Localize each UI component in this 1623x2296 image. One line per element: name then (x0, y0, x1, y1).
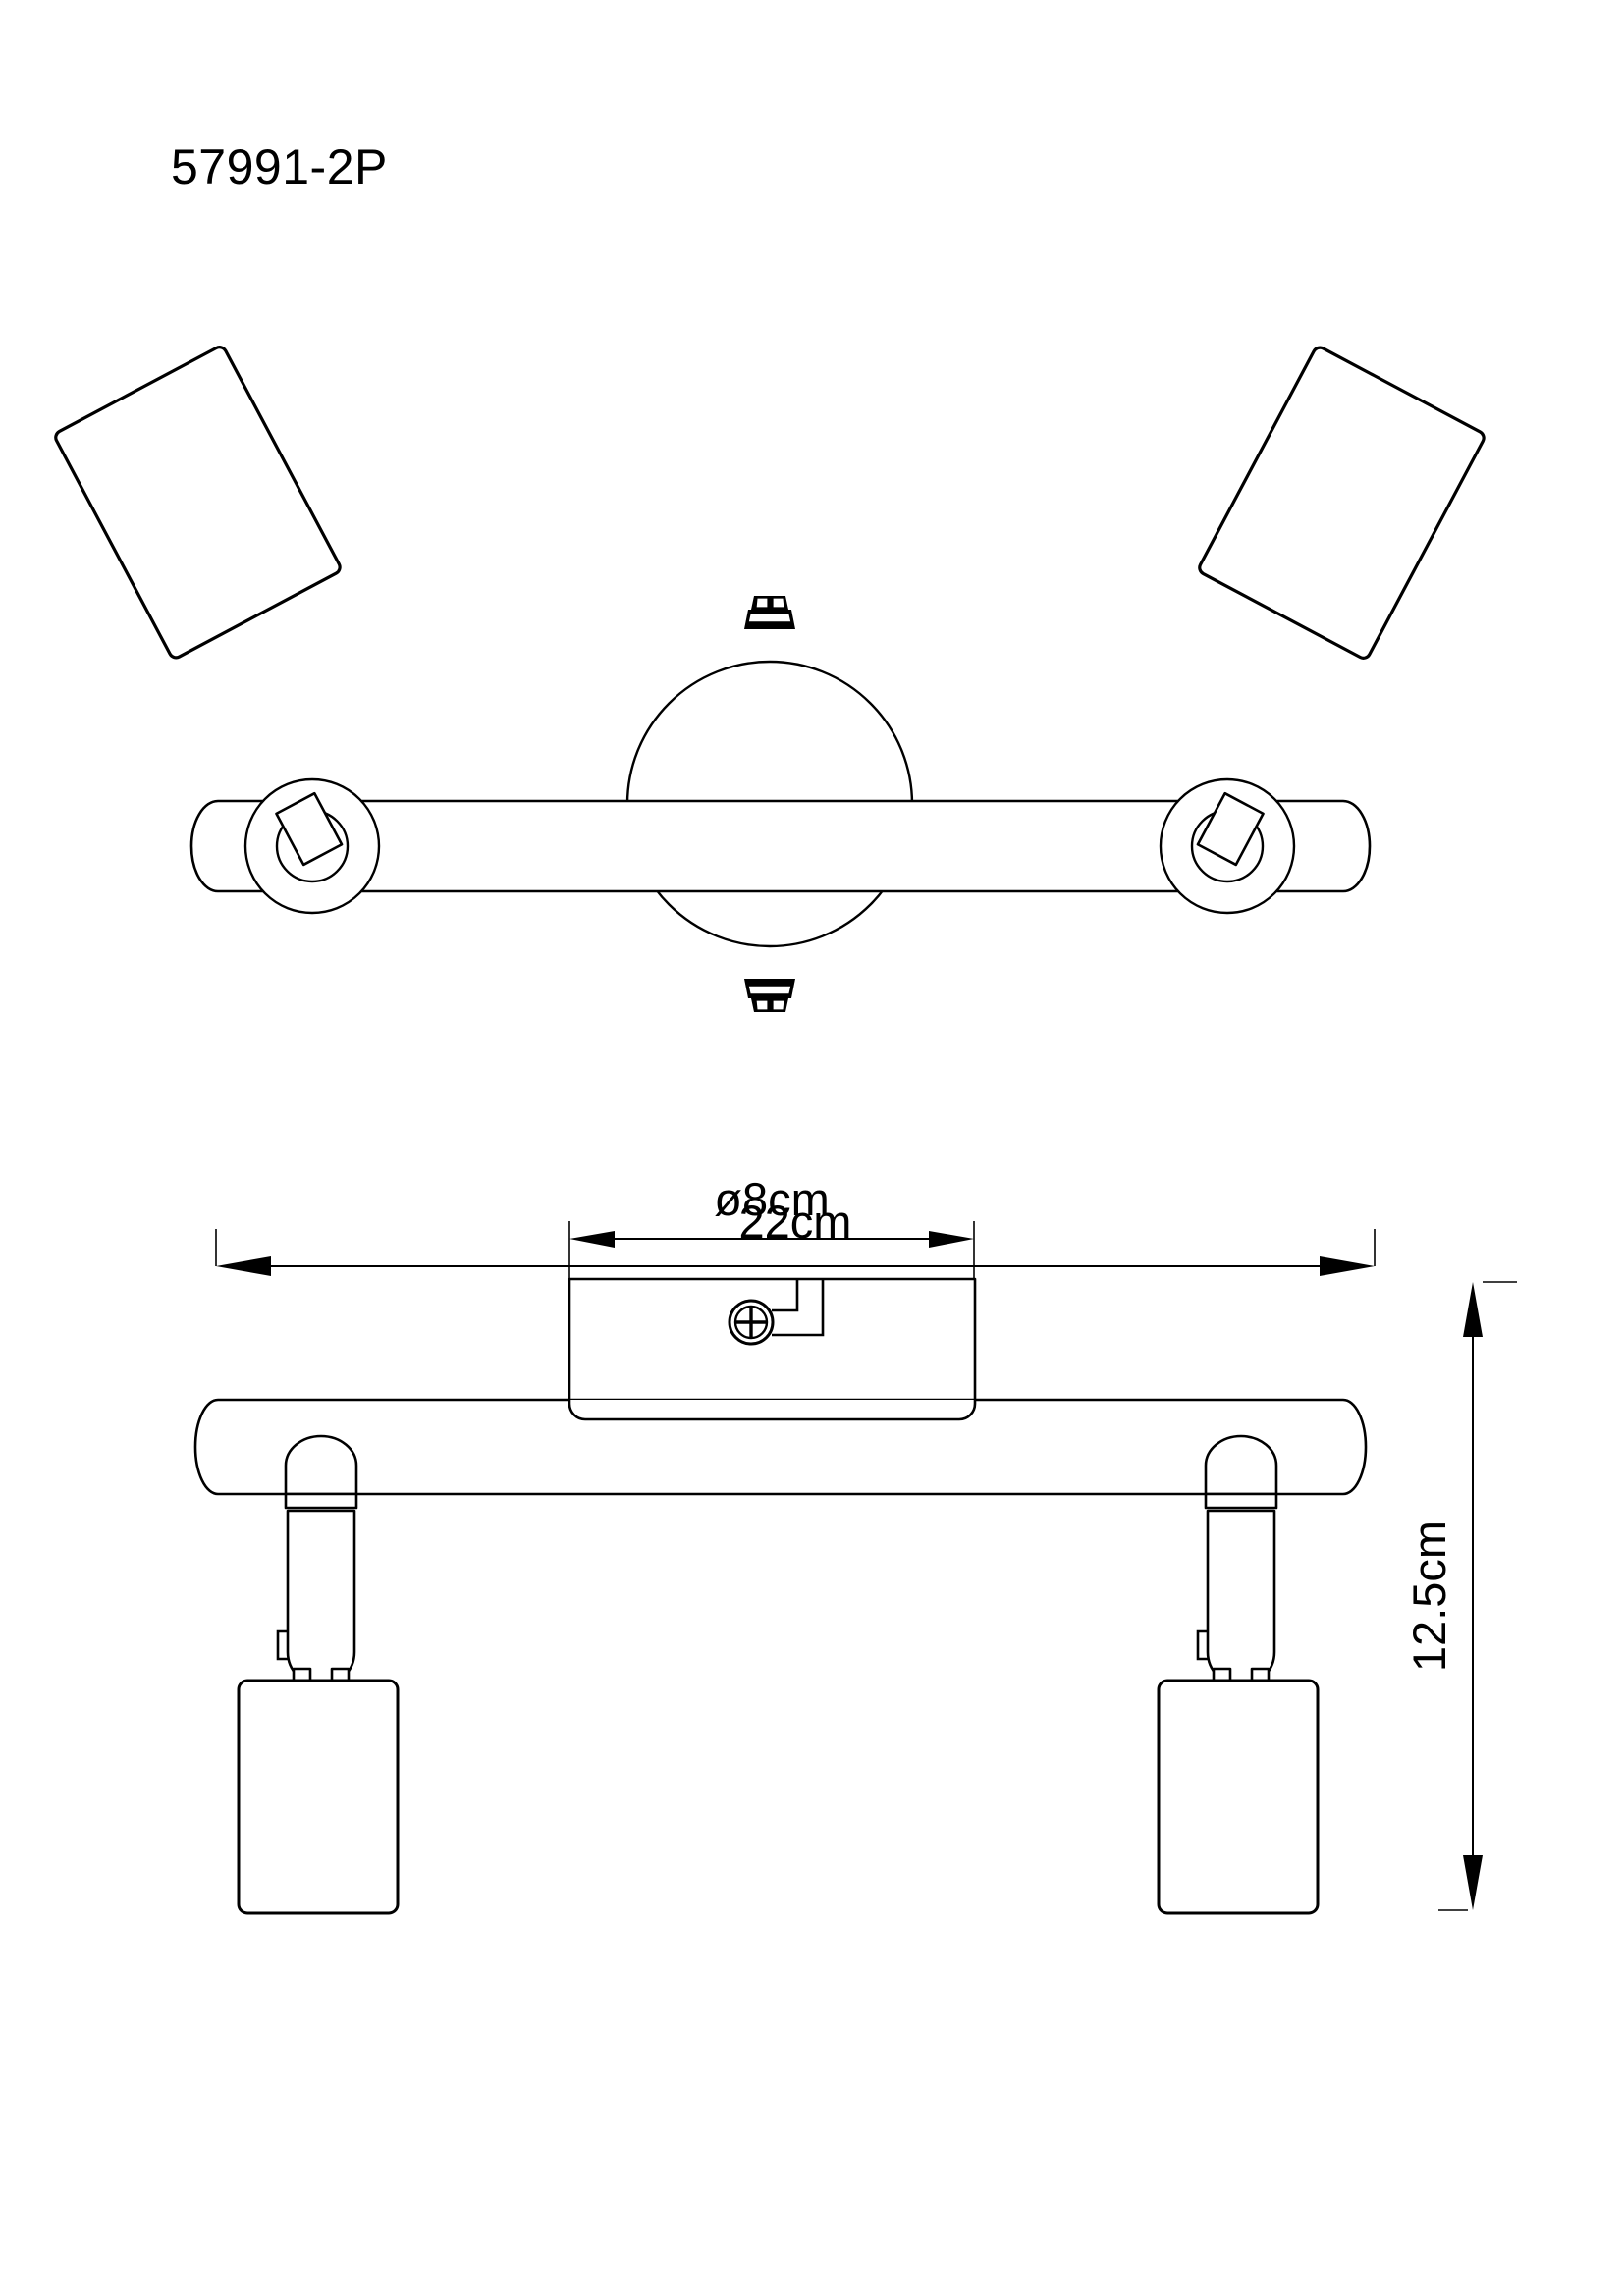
left-arm-cylinder (286, 1509, 356, 1687)
right-head-box (1198, 346, 1486, 660)
page-title: 57991-2P (171, 139, 388, 194)
top-view (54, 346, 1486, 1012)
mounting-clip-bottom (744, 979, 795, 1012)
left-arm-cap (284, 1434, 358, 1496)
right-arm-collar (1204, 1492, 1278, 1510)
diameter-dim-label: ø8cm (714, 1173, 830, 1225)
phillips-screw (728, 1299, 775, 1346)
bracket-step-lower (772, 1279, 825, 1337)
right-arm-cap (1204, 1434, 1278, 1496)
clip-top-notch-right (772, 597, 785, 609)
canopy-box-outline (568, 1277, 977, 1421)
right-head-box-front (1157, 1679, 1320, 1915)
canopy-box-bottom-edge (568, 1400, 977, 1421)
diameter-arrow-right (929, 1231, 974, 1248)
clip-bottom-slot (747, 985, 792, 995)
mounting-bar-top-view (189, 799, 1372, 893)
clip-bottom-notch-right (772, 999, 785, 1011)
diameter-arrow-left (569, 1231, 615, 1248)
width-arrow-right (1320, 1256, 1375, 1276)
right-spotlight-head-top (1196, 346, 1486, 867)
right-arm-notch (1196, 1629, 1208, 1661)
left-head-box (54, 346, 342, 660)
bar-left-endcap (190, 800, 219, 892)
left-spotlight-head-top (54, 346, 344, 867)
clip-bottom-notch-left (755, 999, 769, 1011)
height-arrow-top (1463, 1282, 1483, 1337)
left-arm-collar (284, 1492, 358, 1510)
right-head-stem (1196, 791, 1265, 867)
bar-front-right-endcap (1342, 1399, 1367, 1495)
clip-top-slot (747, 613, 792, 623)
width-arrow-left (216, 1256, 271, 1276)
clip-top-notch-left (755, 597, 769, 609)
left-head-stem (275, 791, 344, 867)
canopy-box-front (568, 1277, 977, 1421)
dimension-canopy-diameter: ø8cm (568, 1173, 975, 1279)
height-arrow-bottom (1463, 1855, 1483, 1910)
height-dim-label: 12.5cm (1403, 1521, 1455, 1672)
bracket-step-upper (772, 1279, 799, 1312)
left-head-box-front (237, 1679, 400, 1915)
right-arm-front (1157, 1434, 1320, 1915)
mounting-bar-front-view (193, 1398, 1368, 1496)
front-view (193, 1277, 1368, 1915)
left-arm-notch (276, 1629, 288, 1661)
left-arm-front (237, 1434, 400, 1915)
bar-front-left-endcap (194, 1399, 219, 1495)
mounting-clip-top (744, 596, 795, 629)
dimension-overall-height: 12.5cm (1403, 1281, 1517, 1911)
right-arm-cylinder (1206, 1509, 1276, 1687)
canopy-bar-overlap-mask (569, 1400, 975, 1419)
bar-right-endcap (1342, 800, 1371, 892)
